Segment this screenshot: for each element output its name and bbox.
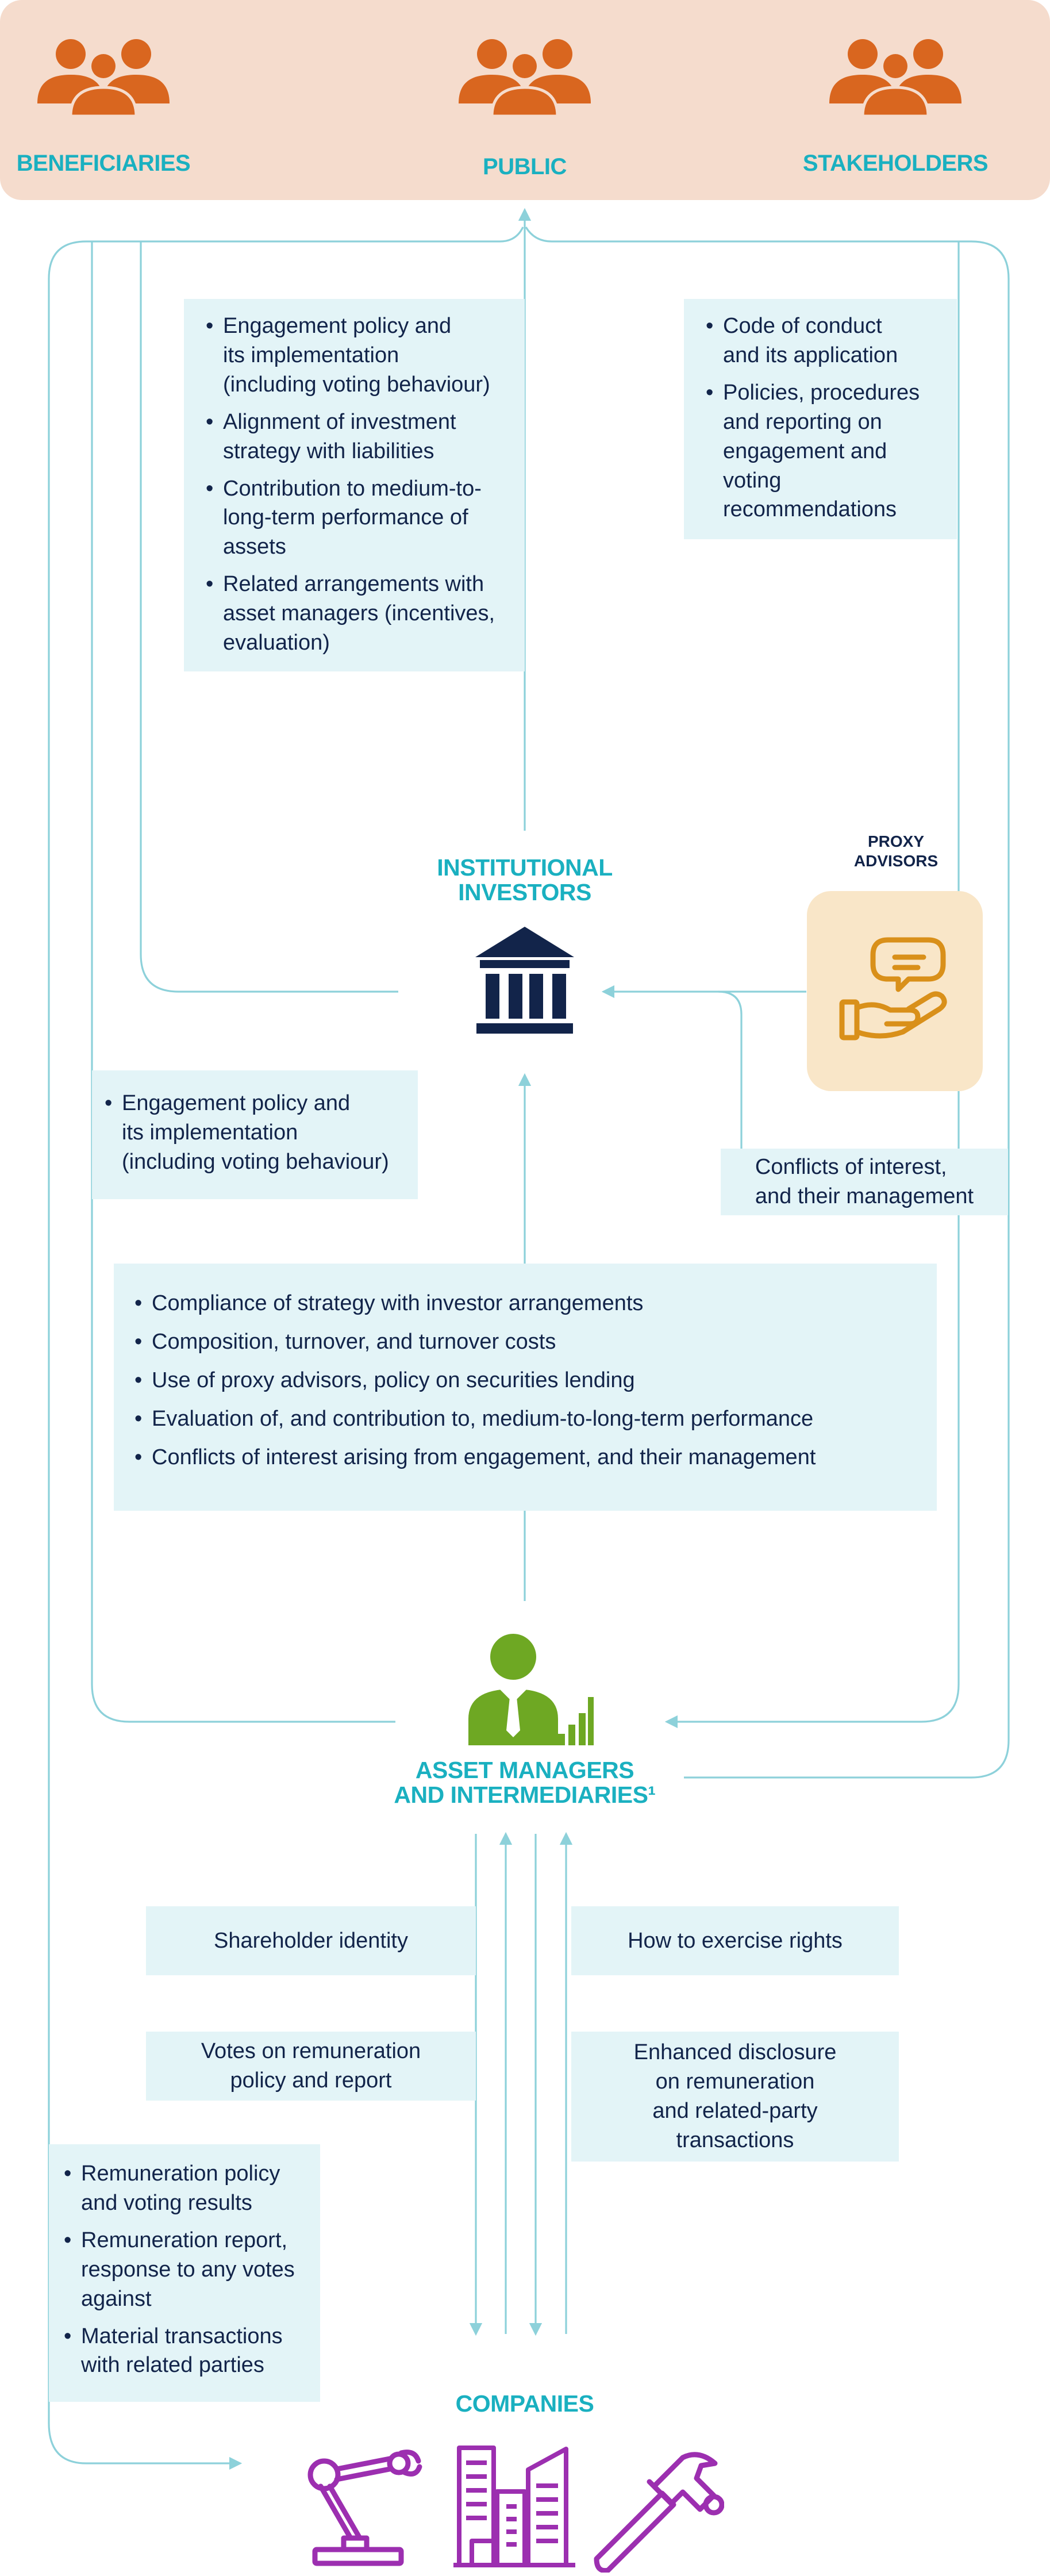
institutional-investors-title: INSTITUTIONAL INVESTORS bbox=[437, 854, 613, 906]
list-item: Code of conduct and its application bbox=[703, 312, 947, 370]
list-item: Compliance of strategy with investor arr… bbox=[132, 1289, 925, 1318]
list-item: Alignment of investment strategy with li… bbox=[203, 408, 514, 466]
proxy-advisors-title: PROXY ADVISORS bbox=[853, 832, 939, 870]
list-item: Related arrangements with asset managers… bbox=[203, 570, 514, 658]
public-group: PUBLIC bbox=[421, 34, 628, 180]
people-group-icon bbox=[459, 39, 591, 118]
beneficiaries-group: BENEFICIARIES bbox=[0, 34, 207, 176]
list-item: Material transactions with related parti… bbox=[61, 2322, 312, 2381]
hammer-icon bbox=[594, 2452, 724, 2573]
robot-arm-icon bbox=[307, 2450, 422, 2566]
list-item: Remuneration report, response to any vot… bbox=[61, 2226, 312, 2314]
businessman-chart-icon bbox=[468, 1634, 594, 1745]
shareholder-identity-box: Shareholder identity bbox=[146, 1906, 476, 1975]
bank-building-icon bbox=[475, 927, 574, 1034]
enhanced-disclosure-box: Enhanced disclosure on remuneration and … bbox=[571, 2032, 899, 2162]
investor-disclosures-box: Engagement policy and its implementation… bbox=[184, 299, 525, 671]
office-buildings-icon bbox=[453, 2446, 575, 2567]
hand-speech-bubble-icon bbox=[839, 937, 947, 1041]
stakeholders-label: STAKEHOLDERS bbox=[802, 151, 989, 176]
manager-to-investor-box: Compliance of strategy with investor arr… bbox=[114, 1264, 937, 1511]
list-item: Contribution to medium-to- long-term per… bbox=[203, 474, 514, 562]
how-to-exercise-box: How to exercise rights bbox=[571, 1906, 899, 1975]
list-item: Conflicts of interest arising from engag… bbox=[132, 1443, 925, 1472]
managers-to-public-line bbox=[525, 226, 1010, 1779]
proxy-disclosures-box: Code of conduct and its application Poli… bbox=[684, 299, 957, 539]
people-group-icon bbox=[37, 39, 170, 118]
company-disclosures-box: Remuneration policy and voting results R… bbox=[49, 2144, 320, 2402]
proxy-advisors-card bbox=[807, 891, 983, 1091]
list-item: Composition, turnover, and turnover cost… bbox=[132, 1327, 925, 1357]
list-item: Engagement policy and its implementation… bbox=[102, 1089, 407, 1177]
list-item: Remuneration policy and voting results bbox=[61, 2159, 312, 2218]
votes-remuneration-box: Votes on remuneration policy and report bbox=[146, 2032, 476, 2101]
list-item: Engagement policy and its implementation… bbox=[203, 312, 514, 400]
manager-public-disclosure-box: Engagement policy and its implementation… bbox=[92, 1070, 418, 1199]
public-label: PUBLIC bbox=[483, 154, 567, 179]
conflicts-box: Conflicts of interest, and their managem… bbox=[721, 1149, 1008, 1215]
people-group-icon bbox=[829, 39, 961, 118]
companies-title: COMPANIES bbox=[455, 2390, 594, 2417]
list-item: Evaluation of, and contribution to, medi… bbox=[132, 1404, 925, 1434]
beneficiaries-line bbox=[48, 226, 524, 2423]
list-item: Use of proxy advisors, policy on securit… bbox=[132, 1366, 925, 1395]
asset-managers-title: ASSET MANAGERS AND INTERMEDIARIES¹ bbox=[394, 1757, 656, 1809]
beneficiaries-label: BENEFICIARIES bbox=[16, 151, 191, 176]
list-item: Policies, procedures and reporting on en… bbox=[703, 378, 947, 525]
stakeholders-group: STAKEHOLDERS bbox=[792, 34, 999, 176]
